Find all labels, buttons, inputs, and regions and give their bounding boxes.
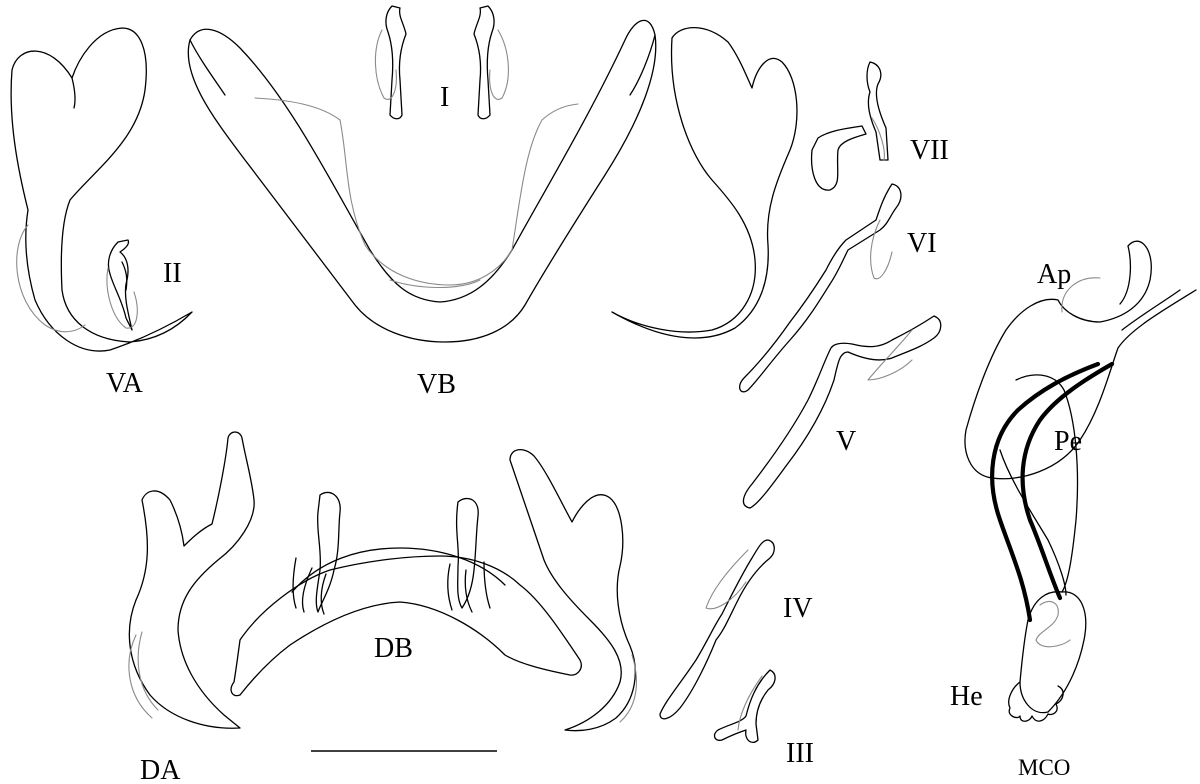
hook-IV [659,539,775,720]
dorsal-bar-auricle-right [447,497,491,613]
label-V: V [836,426,856,457]
hook-VII [810,61,889,191]
hook-VI [738,183,902,393]
label-VB: VB [417,369,456,400]
dorsal-anchor-right [509,449,637,732]
hook-V [742,315,942,509]
label-DB: DB [374,633,413,664]
label-DA: DA [140,755,181,784]
hook-III [713,669,776,744]
label-VI: VI [907,228,937,259]
label-III: III [786,738,814,769]
dorsal-bar-auricle-left [292,491,341,615]
hook-I-right [473,5,509,120]
dorsal-bar [230,547,582,697]
label-Ap: Ap [1037,259,1071,290]
hook-I-left [374,5,407,120]
label-VA: VA [106,368,144,399]
label-I: I [440,82,449,113]
label-Pe: Pe [1054,426,1082,457]
dorsal-anchor-left [128,431,255,729]
ventral-anchor-right [611,27,798,339]
label-II: II [163,258,182,289]
ventral-bar [187,19,657,343]
label-IV: IV [783,593,813,624]
male-copulatory-organ [964,240,1197,722]
label-MCO: MCO [1018,755,1070,780]
label-He: He [950,681,983,712]
hook-II [106,239,138,331]
label-VII: VII [910,135,949,166]
ventral-anchor-left [10,27,193,352]
